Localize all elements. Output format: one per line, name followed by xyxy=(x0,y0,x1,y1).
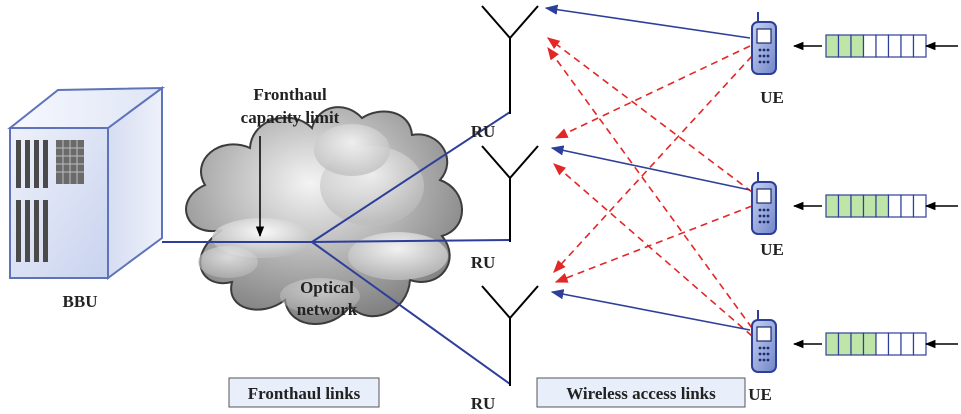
queue-cell-empty xyxy=(887,34,902,58)
ru-antenna-1-icon xyxy=(481,5,539,114)
queue-cell-filled xyxy=(837,332,852,356)
ue-queue-3 xyxy=(825,332,927,356)
queue-cell-empty xyxy=(912,332,927,356)
ru-label-2: RU xyxy=(471,253,496,272)
queue-cell-filled xyxy=(862,332,877,356)
queue-cell-filled xyxy=(875,194,890,218)
wireless-access-links xyxy=(544,4,751,331)
queue-cell-filled xyxy=(825,194,840,218)
queue-cell-empty xyxy=(887,332,902,356)
ue-phone-2-icon xyxy=(751,172,777,235)
queue-cell-filled xyxy=(850,332,865,356)
queue-cell-empty xyxy=(875,34,890,58)
ru-antenna-3-icon xyxy=(481,285,539,386)
queue-cell-empty xyxy=(900,332,915,356)
fronthaul-links-label: Fronthaul links xyxy=(248,384,361,403)
fronthaul-links-box xyxy=(228,377,380,408)
queue-cell-empty xyxy=(912,34,927,58)
ue-label-1: UE xyxy=(760,88,784,107)
interference-links xyxy=(546,37,753,337)
queue-cell-filled xyxy=(825,34,840,58)
wireless-access-links-label: Wireless access links xyxy=(566,384,716,403)
queue-cell-filled xyxy=(862,194,877,218)
queue-cell-empty xyxy=(875,332,890,356)
fronthaul-capacity-label-line1: Fronthaul xyxy=(253,85,327,104)
queue-cell-filled xyxy=(825,332,840,356)
queue-cell-empty xyxy=(912,194,927,218)
ue-phone-1-icon xyxy=(751,12,777,75)
queue-cell-filled xyxy=(850,194,865,218)
queue-cell-filled xyxy=(837,34,852,58)
ru-label-1: RU xyxy=(471,122,496,141)
queue-arrows xyxy=(792,41,958,349)
queue-cell-empty xyxy=(900,194,915,218)
ru-antenna-2-icon xyxy=(481,145,539,242)
wireless-access-links-box xyxy=(536,377,746,408)
queue-cell-filled xyxy=(837,194,852,218)
optical-network-label-line1: Optical xyxy=(300,278,354,297)
fronthaul-link-lines xyxy=(162,111,511,385)
optical-network-cloud-icon xyxy=(185,106,463,325)
queue-cell-empty xyxy=(887,194,902,218)
ue-label-2: UE xyxy=(760,240,784,259)
ue-queue-1 xyxy=(825,34,927,58)
bbu-server-icon xyxy=(7,86,166,280)
fronthaul-capacity-label-line2: capacity limit xyxy=(241,108,340,127)
ue-queue-2 xyxy=(825,194,927,218)
bbu-label: BBU xyxy=(63,292,98,311)
queue-cell-empty xyxy=(900,34,915,58)
ue-label-3: UE xyxy=(748,385,772,404)
optical-network-label-line2: network xyxy=(297,300,358,319)
queue-cell-filled xyxy=(850,34,865,58)
ru-label-3: RU xyxy=(471,394,496,413)
ue-phone-3-icon xyxy=(751,310,777,373)
queue-cell-empty xyxy=(862,34,877,58)
